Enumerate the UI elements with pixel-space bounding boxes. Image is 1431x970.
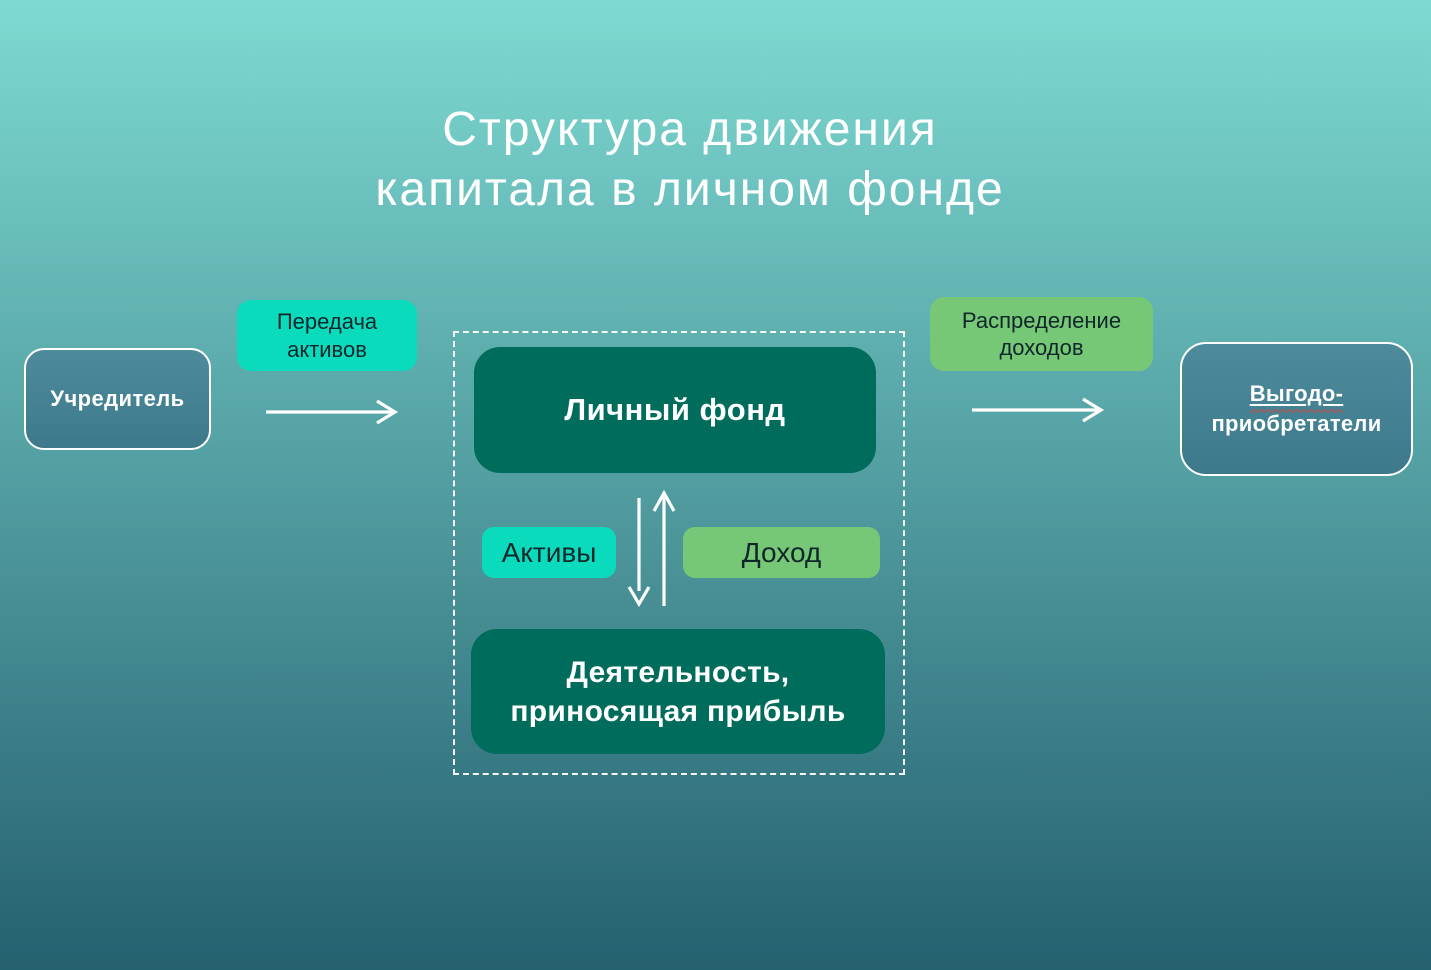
beneficiaries-label-line-1-underline: Выгодо- [1250,379,1344,409]
distribution-label-line-1: Распределение [961,307,1122,333]
personal-fund-node: Личный фонд [474,347,876,473]
slide-title: Структура движения капитала в личном фон… [0,100,1380,220]
fund-to-beneficiaries-arrow-icon [972,397,1105,423]
beneficiaries-node: Выгодо- приобретатели [1180,342,1413,476]
beneficiaries-label-line-2: приобретатели [1211,411,1382,436]
founder-node: Учредитель [24,348,211,450]
assets-node: Активы [482,527,616,578]
profit-activity-node: Деятельность, приносящая прибыль [471,629,885,754]
income-distribution-label: Распределение доходов [930,297,1153,371]
fund-group-frame [453,331,905,775]
transfer-of-assets-label: Передача активов [237,300,417,371]
transfer-label-line-2: активов [287,336,367,362]
founder-to-fund-arrow-icon [266,399,399,425]
assets-income-exchange-arrows-icon [627,489,676,608]
activity-label-line-2: приносящая прибыль [510,694,846,728]
activity-label-line-1: Деятельность, [566,655,790,689]
income-label: Доход [741,536,822,568]
transfer-label-line-1: Передача [276,309,378,334]
assets-label: Активы [501,536,597,568]
founder-label: Учредитель [50,386,185,411]
title-line-1: Структура движения [442,103,938,156]
income-node: Доход [683,527,880,578]
distribution-label-line-2: доходов [999,335,1084,360]
title-line-2: капитала в личном фонде [375,163,1005,216]
personal-fund-label: Личный фонд [564,392,786,427]
beneficiaries-label-line-1: Выгодо- [1249,381,1344,407]
